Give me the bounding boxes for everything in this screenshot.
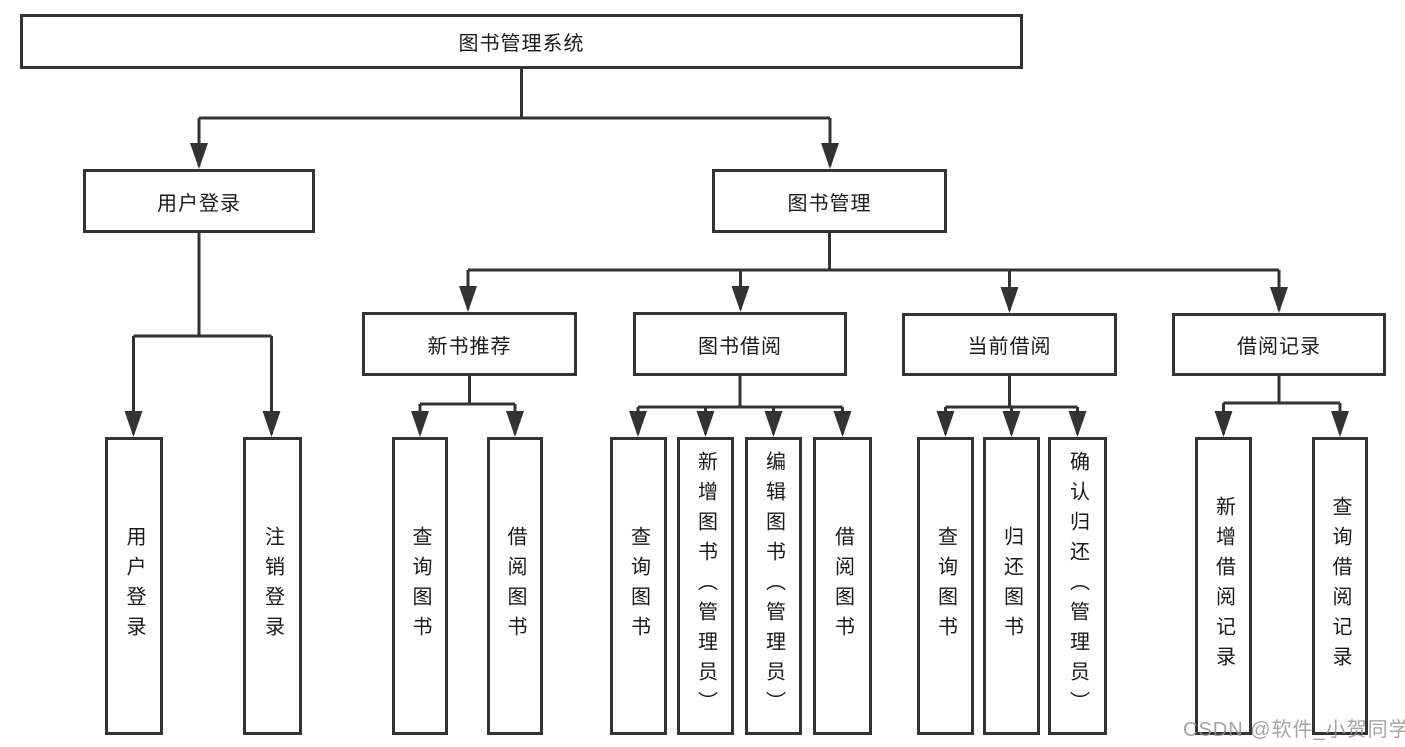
- leaf-borrow-books: 借阅图书: [813, 437, 872, 735]
- leaf-confirm-return-admin: 确认归还（管理员）: [1048, 437, 1107, 735]
- node-book-borrow: 图书借阅: [633, 312, 847, 376]
- leaf-query-borrow-record: 查询借阅记录: [1312, 437, 1368, 735]
- node-root: 图书管理系统: [20, 14, 1023, 69]
- node-user-login: 用户登录: [83, 169, 315, 233]
- node-book-management: 图书管理: [712, 169, 947, 233]
- node-borrow-records: 借阅记录: [1172, 313, 1386, 376]
- watermark: CSDN @软件_小贺同学: [1183, 719, 1405, 741]
- leaf-edit-book-admin: 编辑图书（管理员）: [745, 437, 802, 735]
- node-new-book-recommend: 新书推荐: [362, 312, 577, 376]
- leaf-add-borrow-record: 新增借阅记录: [1195, 437, 1252, 735]
- node-current-borrow: 当前借阅: [902, 313, 1117, 376]
- leaf-query-books-borrow: 查询图书: [610, 437, 667, 735]
- leaf-borrow-books-recommend: 借阅图书: [487, 437, 543, 735]
- leaf-logout: 注销登录: [243, 437, 302, 735]
- leaf-user-login: 用户登录: [105, 437, 163, 735]
- leaf-query-books-current: 查询图书: [917, 437, 974, 735]
- leaf-return-book: 归还图书: [983, 437, 1040, 735]
- leaf-add-book-admin: 新增图书（管理员）: [677, 437, 734, 735]
- leaf-query-books-recommend: 查询图书: [392, 437, 448, 735]
